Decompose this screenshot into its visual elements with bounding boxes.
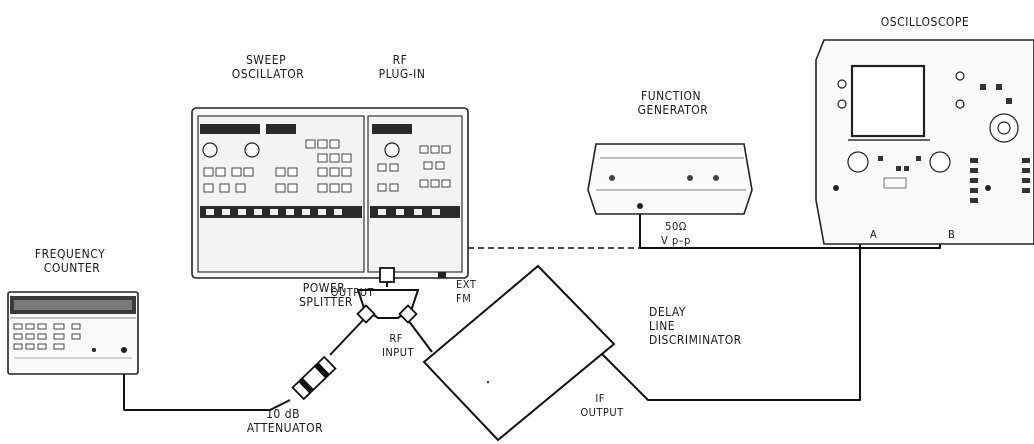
fg-vpp-label: V p–p bbox=[661, 234, 691, 247]
scope-channel-b-knob bbox=[929, 151, 951, 173]
scope-channel-a-label: A bbox=[870, 228, 877, 241]
function-generator-label: FUNCTION GENERATOR bbox=[638, 89, 709, 117]
scope-channel-b-label: B bbox=[948, 228, 955, 241]
sweep-oscillator-label: SWEEP OSCILLATOR bbox=[232, 53, 304, 81]
rf-plug-in-label: RF PLUG-IN bbox=[379, 53, 426, 81]
scope-screen bbox=[850, 64, 926, 138]
rf-input-label: RF INPUT bbox=[382, 332, 415, 359]
delay-line-discriminator-label: DELAY LINE DISCRIMINATOR bbox=[649, 305, 742, 347]
fg-impedance-label: 50Ω bbox=[665, 220, 687, 233]
counter-input-connector bbox=[121, 347, 127, 353]
attenuator-label: 10 dB ATTENUATOR bbox=[247, 407, 323, 435]
wire-splitter-to-attenuator bbox=[329, 317, 366, 356]
oscilloscope-label: OSCILLOSCOPE bbox=[881, 15, 969, 29]
attenuator bbox=[291, 355, 337, 401]
frequency-counter bbox=[7, 291, 139, 375]
power-splitter-label: POWER SPLITTER bbox=[299, 281, 353, 309]
wire-attenuator-to-counter bbox=[123, 368, 291, 411]
ext-fm-label: EXT FM bbox=[456, 278, 480, 305]
delay-line-discriminator bbox=[422, 264, 616, 442]
sweep-oscillator bbox=[191, 107, 469, 279]
wire-discriminator-to-scope-a bbox=[597, 240, 861, 401]
scope-channel-a-knob bbox=[847, 151, 869, 173]
if-output-label: IF OUTPUT bbox=[580, 392, 624, 419]
power-splitter bbox=[356, 267, 420, 324]
oscilloscope bbox=[815, 39, 1034, 245]
ext-fm-connector bbox=[438, 272, 446, 278]
output-label: OUTPUT bbox=[331, 286, 375, 299]
frequency-counter-label: FREQUENCY COUNTER bbox=[35, 247, 109, 275]
function-generator bbox=[587, 143, 753, 215]
wire-splitter-to-discriminator bbox=[407, 319, 433, 353]
